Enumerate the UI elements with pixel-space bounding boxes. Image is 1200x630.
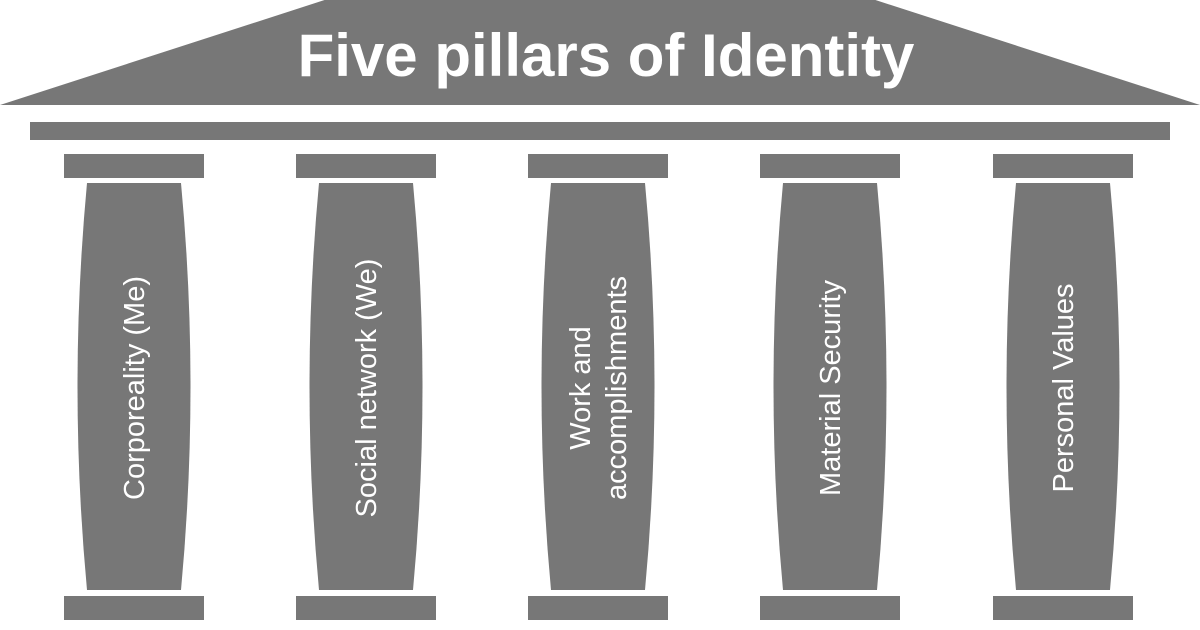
pillar-base bbox=[993, 596, 1133, 620]
pillar-shaft bbox=[1006, 183, 1120, 590]
pillar-label: Social network (We) bbox=[351, 259, 383, 518]
pillar-capital bbox=[528, 154, 668, 178]
pillar-label: Material Security bbox=[815, 280, 847, 496]
roof-pediment bbox=[0, 0, 1200, 105]
pillar-base bbox=[528, 596, 668, 620]
pillar-shaft bbox=[77, 183, 191, 590]
entablature-beam bbox=[30, 122, 1170, 140]
pillar-label-line: Material Security bbox=[815, 280, 847, 496]
pillar-label-line: accomplishments bbox=[601, 276, 633, 500]
pillar: Material Security bbox=[760, 154, 900, 620]
pillar-capital bbox=[760, 154, 900, 178]
pillar-label-line: Personal Values bbox=[1048, 283, 1080, 492]
pillar: Personal Values bbox=[993, 154, 1133, 620]
pillar-label: Personal Values bbox=[1048, 283, 1080, 492]
pillar: Corporeality (Me) bbox=[64, 154, 204, 620]
pillar-label-line: Corporeality (Me) bbox=[119, 276, 151, 500]
pillars-group: Corporeality (Me) Social network (We) Work… bbox=[64, 154, 1133, 620]
pillar-label-line: Work and bbox=[565, 326, 597, 450]
pillar-capital bbox=[993, 154, 1133, 178]
pillar-label-line: Social network (We) bbox=[351, 259, 383, 518]
pillar-base bbox=[760, 596, 900, 620]
pillar-base bbox=[64, 596, 204, 620]
pillar-label: Corporeality (Me) bbox=[119, 276, 151, 500]
pillar-capital bbox=[64, 154, 204, 178]
pillar-shaft bbox=[541, 183, 655, 590]
pillar-shaft bbox=[309, 183, 423, 590]
pillar: Social network (We) bbox=[296, 154, 436, 620]
pillar-base bbox=[296, 596, 436, 620]
diagram-title: Five pillars of Identity bbox=[298, 22, 915, 89]
pillar-shaft bbox=[773, 183, 887, 590]
pillar-capital bbox=[296, 154, 436, 178]
